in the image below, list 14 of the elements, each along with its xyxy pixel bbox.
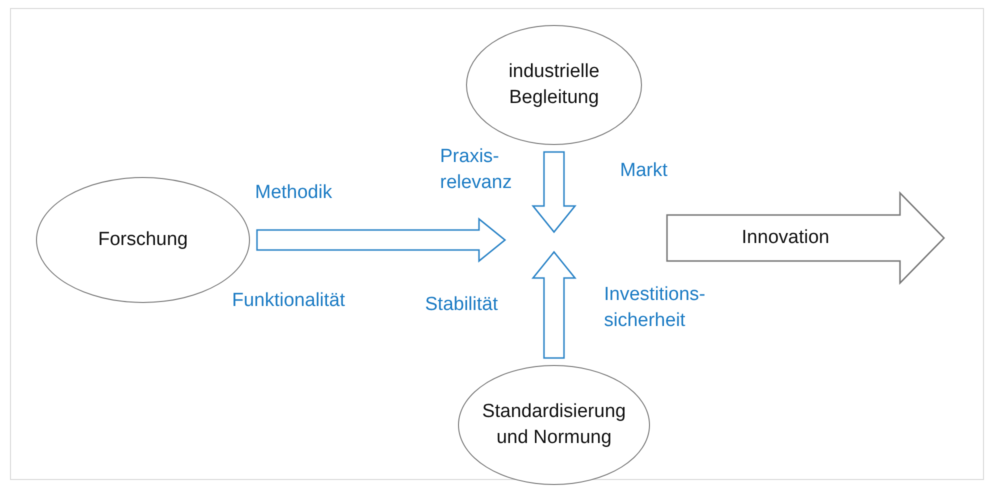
node-label: Standardisierung und Normung bbox=[481, 400, 627, 450]
annotation-label: Praxis- relevanz bbox=[440, 145, 513, 195]
node-label: Forschung bbox=[98, 228, 188, 252]
annotation-label: Markt bbox=[620, 159, 668, 183]
annotation-label: Methodik bbox=[255, 181, 332, 205]
block-arrow-shape bbox=[667, 193, 944, 283]
block-arrow bbox=[531, 250, 577, 359]
node-label: Innovation bbox=[742, 227, 830, 249]
annotation-label: Stabilität bbox=[425, 293, 498, 317]
block-arrow bbox=[531, 151, 577, 234]
block-arrow bbox=[256, 217, 506, 263]
annotation-label: Funktionalität bbox=[232, 289, 346, 313]
node-label: industrielle Begleitung bbox=[508, 60, 600, 110]
annotation-label: Investitions- sicherheit bbox=[604, 283, 706, 333]
